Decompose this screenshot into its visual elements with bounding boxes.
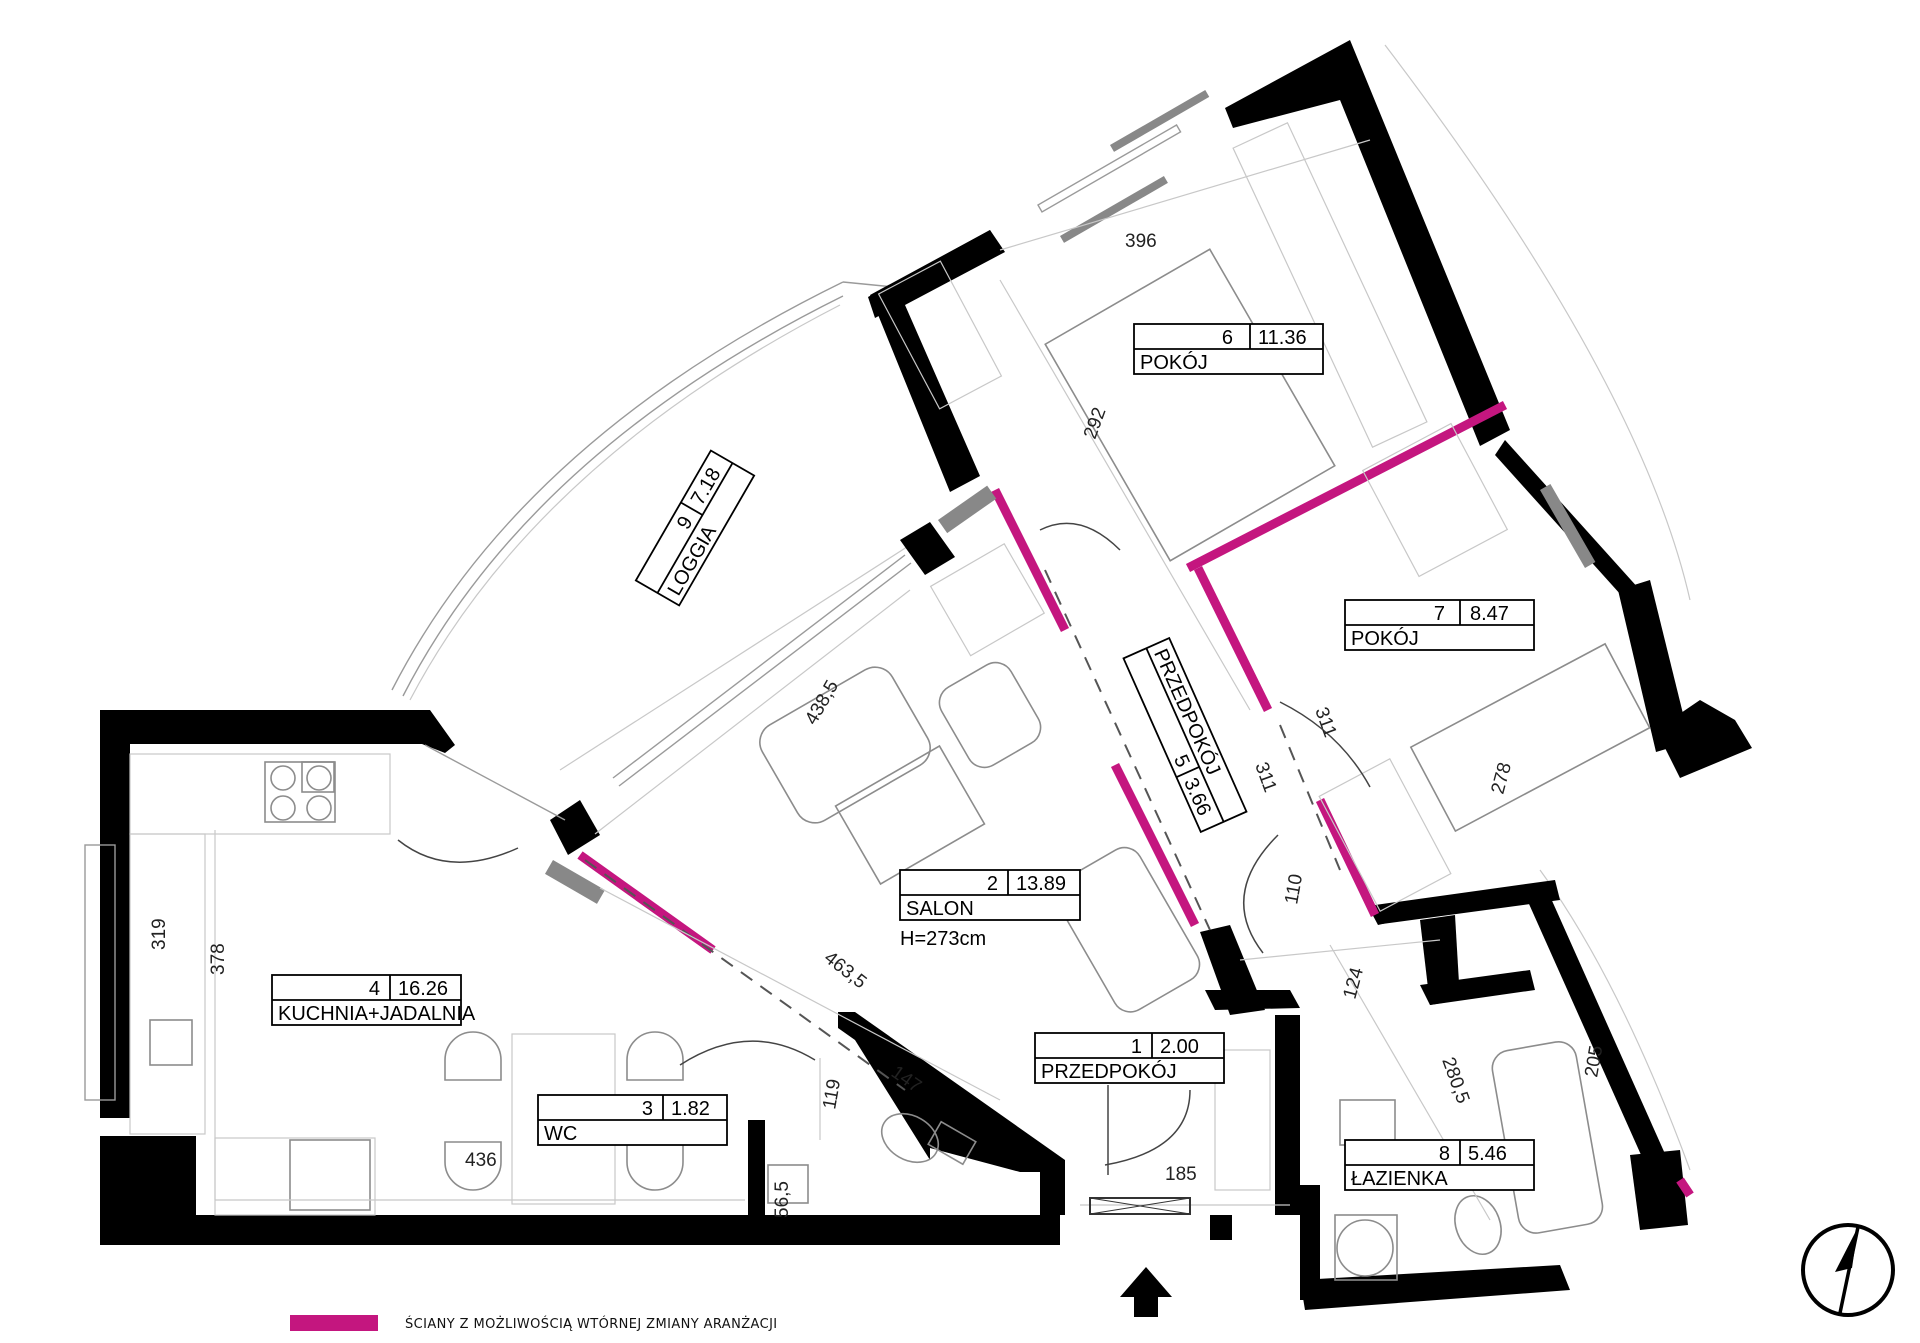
dim-436: 436	[465, 1150, 497, 1171]
doors	[397, 522, 1371, 1175]
windows	[84, 90, 1596, 1101]
room-area: 2.00	[1160, 1036, 1199, 1058]
room-area: 5.46	[1468, 1143, 1507, 1165]
room-label-pokoj6: 6 11.36 POKÓJ	[1133, 323, 1324, 375]
room-area: 1.82	[671, 1098, 710, 1120]
room-label-salon: 2 13.89 SALON H=273cm	[899, 869, 1081, 950]
dim-56-5: 56,5	[772, 1181, 793, 1218]
room-number: 3	[642, 1098, 653, 1120]
dim-378: 378	[208, 943, 229, 975]
room-name: ŁAZIENKA	[1351, 1168, 1448, 1190]
changeable-walls	[577, 400, 1694, 1198]
legend-swatch	[290, 1315, 378, 1331]
legend-text: ŚCIANY Z MOŻLIWOŚCIĄ WTÓRNEJ ZMIANY ARAN…	[405, 1316, 778, 1332]
room-label-wc: 3 1.82 WC	[537, 1094, 728, 1146]
room-number: 2	[987, 873, 998, 895]
room-area: 8.47	[1470, 603, 1509, 625]
room-name: WC	[544, 1123, 577, 1145]
room-label-przedpokoj5: PRZEDPOKÓJ 5 3.66	[1122, 636, 1248, 834]
dim-311-b: 311	[1250, 760, 1280, 796]
dim-292: 292	[1080, 405, 1111, 442]
room-label-loggia: 9 7.18 LOGGIA	[634, 449, 756, 607]
dim-185: 185	[1165, 1164, 1197, 1185]
dim-110: 110	[1281, 872, 1307, 905]
room-name: POKÓJ	[1351, 627, 1419, 650]
entrance	[1089, 1197, 1191, 1317]
dim-319: 319	[149, 918, 170, 950]
room-label-przedpokoj1: 1 2.00 PRZEDPOKÓJ	[1034, 1032, 1225, 1084]
dimension-lines	[214, 139, 1491, 1221]
dim-119: 119	[819, 1077, 845, 1110]
room-number: 6	[1222, 327, 1233, 349]
loggia-outline	[391, 281, 915, 771]
legend: ŚCIANY Z MOŻLIWOŚCIĄ WTÓRNEJ ZMIANY ARAN…	[290, 1315, 778, 1332]
dim-278: 278	[1488, 760, 1516, 796]
dim-463-5: 463,5	[820, 947, 870, 993]
room-label-lazienka: 8 5.46 ŁAZIENKA	[1344, 1139, 1535, 1191]
entrance-arrow-icon	[1120, 1267, 1172, 1317]
room-number: 7	[1434, 603, 1445, 625]
room-label-pokoj7: 7 8.47 POKÓJ	[1344, 599, 1535, 651]
room-height: H=273cm	[900, 928, 986, 950]
dim-280-5: 280,5	[1437, 1055, 1473, 1107]
room-number: 8	[1439, 1143, 1450, 1165]
room-name: KUCHNIA+JADALNIA	[278, 1003, 476, 1025]
room-area: 11.36	[1258, 327, 1307, 349]
room-label-kuchnia: 4 16.26 KUCHNIA+JADALNIA	[271, 974, 476, 1026]
room-area: 13.89	[1016, 873, 1066, 895]
furniture	[129, 121, 1651, 1281]
room-number: 4	[369, 978, 380, 1000]
north-arrow-icon	[1801, 1223, 1895, 1317]
room-name: SALON	[906, 898, 974, 920]
dim-311-a: 311	[1310, 705, 1340, 741]
axis-lines	[584, 569, 1341, 1091]
room-name: POKÓJ	[1140, 351, 1208, 374]
dim-205: 205	[1581, 1044, 1607, 1079]
right-edge	[1384, 44, 1691, 1171]
room-name: PRZEDPOKÓJ	[1041, 1060, 1177, 1083]
room-area: 16.26	[398, 978, 448, 1000]
dim-124: 124	[1340, 965, 1369, 1001]
walls	[100, 40, 1752, 1310]
room-number: 1	[1131, 1036, 1142, 1058]
dim-396: 396	[1125, 231, 1157, 252]
